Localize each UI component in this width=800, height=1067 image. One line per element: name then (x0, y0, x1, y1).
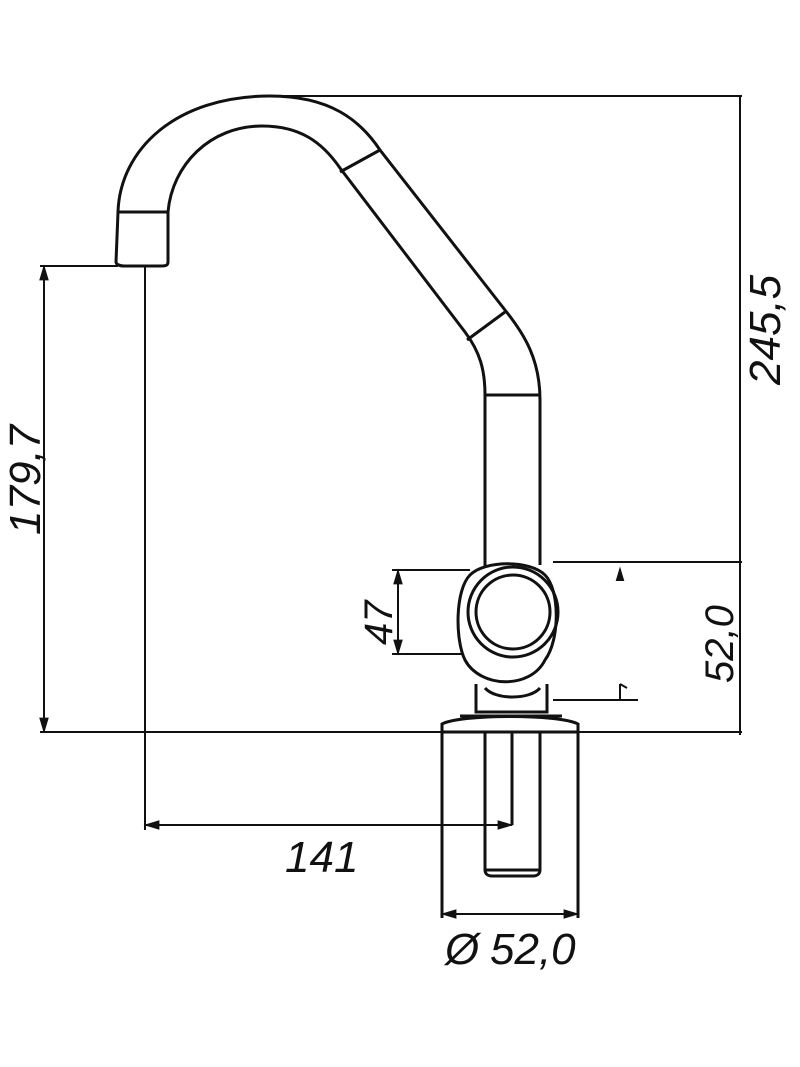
spout-outer (116, 94, 542, 565)
label-spout-height: 179,7 (1, 423, 50, 535)
spout-inner (166, 124, 487, 568)
label-total-height: 245,5 (741, 274, 790, 386)
diameter-symbol: Ø (443, 925, 482, 974)
label-base-height: 52,0 (698, 605, 742, 683)
label-lever-height: 47 (357, 599, 401, 645)
faucet-body (114, 94, 580, 918)
aerator-nozzle (114, 210, 170, 268)
spout-joint-upper (339, 148, 381, 174)
label-base-diameter: 52,0 (490, 925, 576, 974)
dim-base-arrow-top (615, 566, 625, 581)
label-reach: 141 (285, 833, 358, 882)
neck (474, 684, 549, 714)
lever-cap-outer (466, 565, 560, 659)
extension-lines (40, 95, 742, 830)
spout-joint-lower (466, 310, 506, 342)
supply-pipe (483, 732, 542, 878)
base-flange (440, 715, 580, 734)
neck-curve (483, 686, 542, 699)
lever-cap-inner (474, 573, 552, 651)
lever-body (456, 562, 558, 684)
dimension-lines (39, 264, 628, 919)
dim-base-arrow-bottom (619, 683, 628, 689)
